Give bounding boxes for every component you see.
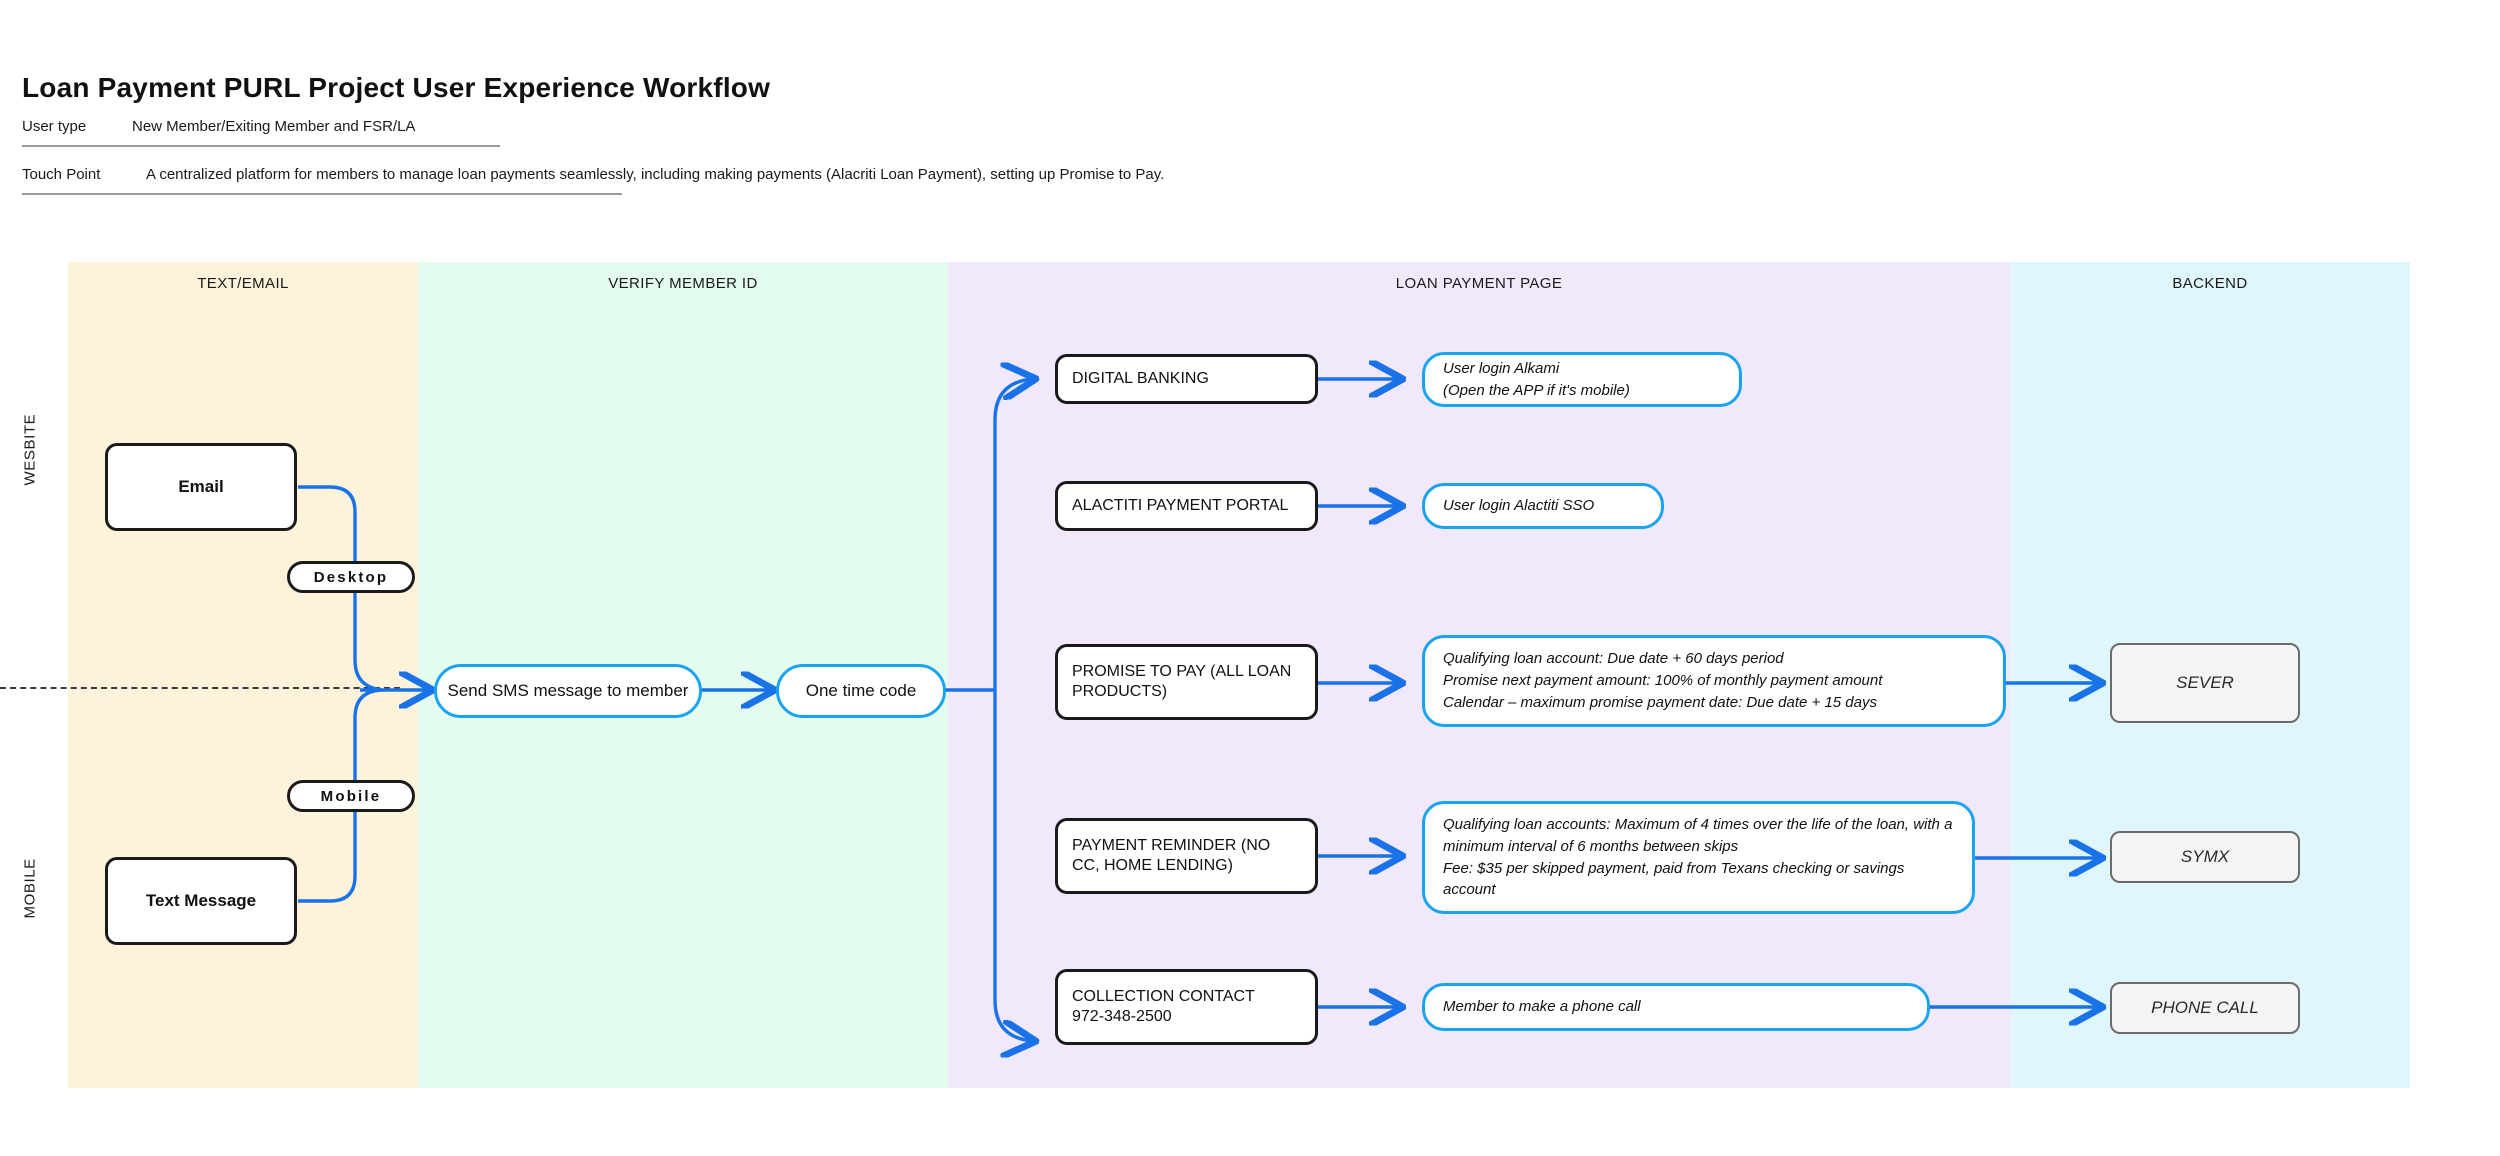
node-alactiti-payment-portal-label: ALACTITI PAYMENT PORTAL — [1072, 496, 1289, 514]
side-label-mobile: MOBILE — [21, 858, 39, 919]
node-backend-phone-call-label: PHONE CALL — [2151, 998, 2259, 1017]
meta-value-user-type: New Member/Exiting Member and FSR/LA — [132, 118, 416, 135]
meta-label-user-type: User type — [22, 118, 87, 135]
node-backend-phone-call[interactable]: PHONE CALL — [2110, 982, 2300, 1034]
node-backend-symx-label: SYMX — [2180, 847, 2230, 866]
lane-title-loan-payment-page: LOAN PAYMENT PAGE — [1395, 275, 1563, 292]
node-promise-to-pay-label: PROMISE TO PAY (ALL LOAN PRODUCTS) — [1072, 662, 1292, 700]
callout-payment-reminder-rules-text: Qualifying loan accounts: Maximum of 4 t… — [1443, 816, 1953, 899]
node-email[interactable]: Email — [105, 443, 297, 531]
node-payment-reminder-label: PAYMENT REMINDER (NO CC, HOME LENDING) — [1072, 836, 1271, 874]
node-one-time-code-label: One time code — [805, 681, 917, 700]
tag-desktop[interactable]: Desktop — [287, 561, 415, 593]
callout-payment-reminder-rules[interactable]: Qualifying loan accounts: Maximum of 4 t… — [1422, 801, 1975, 914]
lane-title-text-email: TEXT/EMAIL — [197, 275, 289, 292]
node-text-message[interactable]: Text Message — [105, 857, 297, 945]
side-label-website: WESBITE — [21, 413, 39, 486]
lane-title-backend: BACKEND — [2172, 275, 2248, 292]
node-one-time-code[interactable]: One time code — [776, 664, 946, 718]
node-promise-to-pay[interactable]: PROMISE TO PAY (ALL LOAN PRODUCTS) — [1055, 644, 1318, 720]
node-text-message-label: Text Message — [145, 891, 257, 910]
node-send-sms[interactable]: Send SMS message to member — [434, 664, 702, 718]
page-title: Loan Payment PURL Project User Experienc… — [22, 72, 771, 103]
node-backend-sever-label: SEVER — [2176, 673, 2234, 692]
node-alactiti-payment-portal[interactable]: ALACTITI PAYMENT PORTAL — [1055, 481, 1318, 531]
callout-promise-to-pay-rules[interactable]: Qualifying loan account: Due date + 60 d… — [1422, 635, 2006, 727]
website-mobile-divider — [0, 687, 400, 689]
node-digital-banking-label: DIGITAL BANKING — [1072, 369, 1209, 387]
node-email-label: Email — [178, 477, 224, 496]
node-digital-banking[interactable]: DIGITAL BANKING — [1055, 354, 1318, 404]
callout-user-login-alkami-text: User login Alkami (Open the APP if it's … — [1443, 359, 1630, 399]
callout-member-phone-call-text: Member to make a phone call — [1443, 998, 1641, 1016]
node-collection-contact[interactable]: COLLECTION CONTACT 972-348-2500 — [1055, 969, 1318, 1045]
callout-user-login-alactiti-sso[interactable]: User login Alactiti SSO — [1422, 483, 1664, 529]
node-send-sms-label: Send SMS message to member — [447, 681, 689, 700]
tag-mobile[interactable]: Mobile — [287, 780, 415, 812]
lane-title-verify-member-id: VERIFY MEMBER ID — [608, 275, 758, 292]
callout-member-phone-call[interactable]: Member to make a phone call — [1422, 983, 1930, 1031]
node-backend-symx[interactable]: SYMX — [2110, 831, 2300, 883]
callout-user-login-alactiti-sso-text: User login Alactiti SSO — [1443, 497, 1595, 515]
node-backend-sever[interactable]: SEVER — [2110, 643, 2300, 723]
callout-promise-to-pay-rules-text: Qualifying loan account: Due date + 60 d… — [1443, 650, 1883, 711]
meta-rule-user-type — [22, 145, 500, 147]
node-payment-reminder[interactable]: PAYMENT REMINDER (NO CC, HOME LENDING) — [1055, 818, 1318, 894]
node-collection-contact-label: COLLECTION CONTACT 972-348-2500 — [1072, 987, 1255, 1025]
lane-column-text-email: TEXT/EMAIL — [68, 262, 418, 1088]
meta-label-touch-point: Touch Point — [22, 166, 101, 183]
meta-value-touch-point: A centralized platform for members to ma… — [146, 166, 1165, 183]
callout-user-login-alkami[interactable]: User login Alkami (Open the APP if it's … — [1422, 352, 1742, 407]
meta-rule-touch-point — [22, 193, 622, 195]
